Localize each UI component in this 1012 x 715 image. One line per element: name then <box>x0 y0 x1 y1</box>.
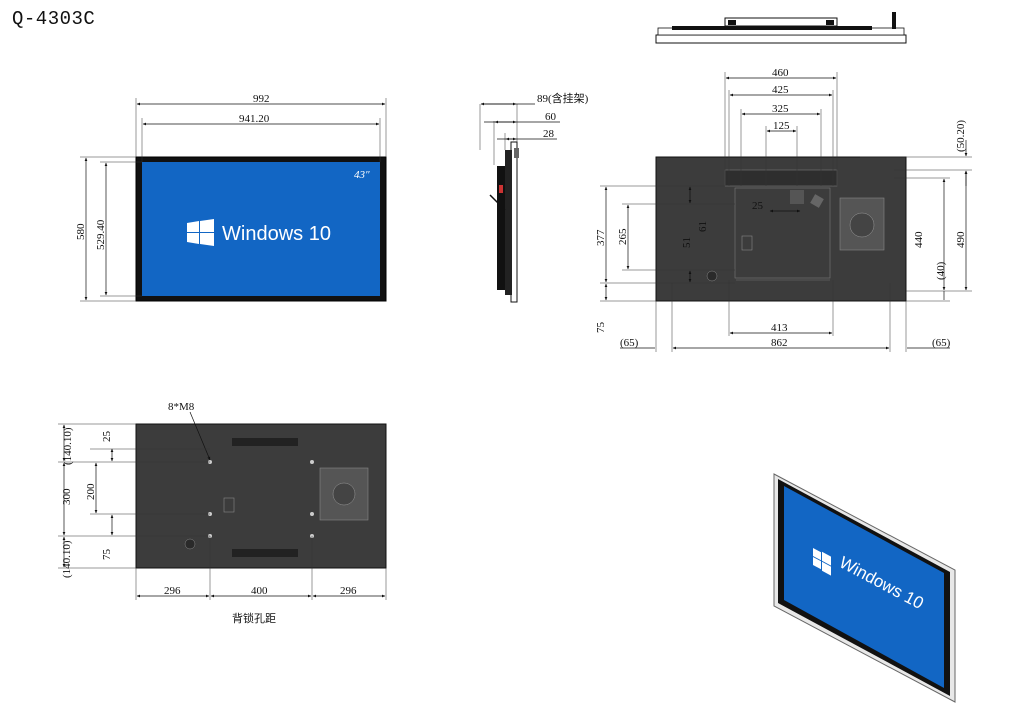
iso-screen <box>784 486 944 688</box>
dim-40: (40) <box>935 261 947 280</box>
screw-label: 8*M8 <box>168 401 195 413</box>
dim-75: 75 <box>595 322 607 334</box>
dim-400: 400 <box>251 585 268 597</box>
dim-425: 425 <box>772 84 789 96</box>
dim-941-20: 941.20 <box>239 113 270 125</box>
dim-377: 377 <box>595 229 607 246</box>
dim-140-10-bottom: (140.10) <box>61 540 73 578</box>
isometric-view: Windows 10 <box>773 473 956 703</box>
dim-28: 28 <box>543 128 555 140</box>
dim-65-right: (65) <box>932 337 951 349</box>
dim-300: 300 <box>61 488 73 505</box>
dim-265: 265 <box>617 228 629 245</box>
dim-75-vesa: 75 <box>101 549 113 561</box>
dim-65-left: (65) <box>620 337 639 349</box>
front-view: Windows 10 43″ 992 941.20 580 529.40 <box>75 93 387 302</box>
side-view: 89(含挂架) 60 28 <box>479 91 589 303</box>
dim-580: 580 <box>75 223 87 240</box>
dim-862: 862 <box>771 337 788 349</box>
vesa-caption: 背锁孔距 <box>232 611 276 625</box>
rear-view: 460 425 325 125 25 (50.20) 440 490 (40) <box>595 67 972 352</box>
dim-296-right: 296 <box>340 585 357 597</box>
dim-25: 25 <box>752 200 764 212</box>
screen-size-label: 43″ <box>354 169 370 181</box>
top-edge-view <box>655 12 907 44</box>
model-title: Q-4303C <box>12 8 96 30</box>
dim-296-left: 296 <box>164 585 181 597</box>
windows-logo-icon <box>187 219 214 246</box>
dim-440: 440 <box>913 231 925 248</box>
dim-51: 51 <box>681 237 693 248</box>
dim-50-20: (50.20) <box>955 120 967 152</box>
dim-140-10-top: (140.10) <box>62 427 74 465</box>
dim-413: 413 <box>771 322 788 334</box>
dim-125: 125 <box>773 120 790 132</box>
vesa-view: 8*M8 (140.10) 25 300 200 75 (140.10) 296… <box>58 401 387 625</box>
dim-25-vesa: 25 <box>101 431 113 443</box>
dim-200: 200 <box>85 483 97 500</box>
dim-529-40: 529.40 <box>95 219 107 250</box>
dim-992: 992 <box>253 93 270 105</box>
dim-460: 460 <box>772 67 789 79</box>
dim-61: 61 <box>697 221 709 232</box>
dim-325: 325 <box>772 103 789 115</box>
front-os-text: Windows 10 <box>222 223 331 245</box>
dim-60: 60 <box>545 111 557 123</box>
iso-windows-logo-icon <box>813 548 831 576</box>
dim-490: 490 <box>955 231 967 248</box>
front-screen <box>142 162 380 296</box>
dim-89: 89(含挂架) <box>537 91 589 105</box>
